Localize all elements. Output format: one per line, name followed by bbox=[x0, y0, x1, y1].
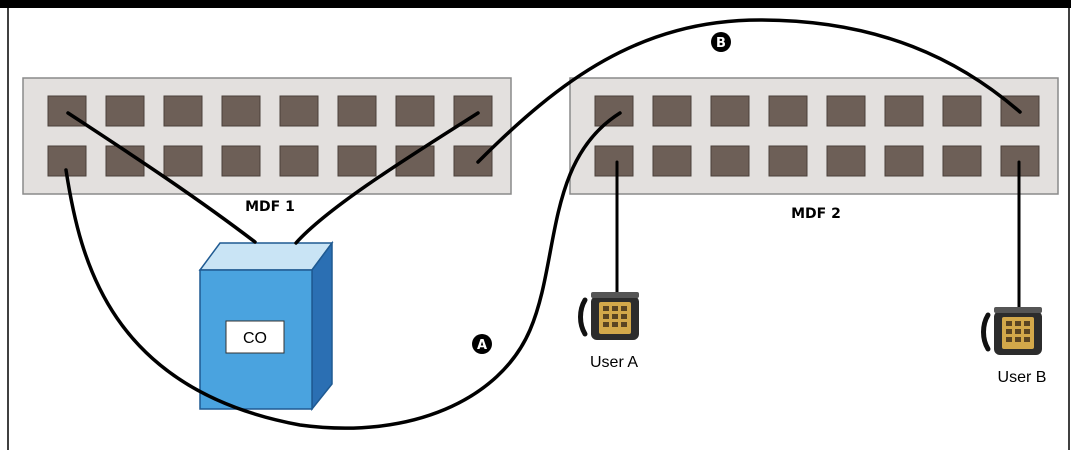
wire-mdf1-top-to-co bbox=[66, 111, 257, 244]
port bbox=[337, 145, 377, 177]
port bbox=[221, 145, 261, 177]
co-box: CO bbox=[198, 240, 334, 412]
marker-B-label: B bbox=[716, 36, 726, 51]
port bbox=[453, 145, 493, 177]
port bbox=[942, 95, 982, 127]
co-label: CO bbox=[243, 330, 267, 347]
port bbox=[594, 145, 634, 177]
mdf1-ports bbox=[47, 95, 493, 177]
port bbox=[337, 95, 377, 127]
co-box-side bbox=[311, 240, 333, 412]
telephone-userB-icon bbox=[981, 307, 1042, 355]
port bbox=[884, 95, 924, 127]
telephone-userA-icon bbox=[578, 292, 639, 340]
port bbox=[279, 145, 319, 177]
port bbox=[652, 95, 692, 127]
port bbox=[826, 95, 866, 127]
userA-label: User A bbox=[590, 354, 638, 371]
wire-A bbox=[64, 111, 622, 430]
mdf1-label: MDF 1 bbox=[245, 199, 295, 215]
port bbox=[47, 95, 87, 127]
port bbox=[105, 95, 145, 127]
port bbox=[942, 145, 982, 177]
port bbox=[594, 95, 634, 127]
port bbox=[652, 145, 692, 177]
co-label-box bbox=[225, 320, 285, 354]
marker-A-label: A bbox=[477, 338, 487, 353]
port bbox=[884, 145, 924, 177]
marker-B: B bbox=[711, 32, 731, 52]
userB-label: User B bbox=[998, 369, 1047, 386]
mdf1-panel: MDF 1 bbox=[22, 77, 512, 215]
port bbox=[163, 95, 203, 127]
wire-mdf1-topright-to-co bbox=[294, 111, 480, 245]
port bbox=[768, 95, 808, 127]
port bbox=[279, 95, 319, 127]
port bbox=[710, 145, 750, 177]
wires bbox=[64, 18, 1022, 430]
port bbox=[768, 145, 808, 177]
marker-A: A bbox=[472, 334, 492, 354]
port bbox=[221, 95, 261, 127]
port bbox=[710, 95, 750, 127]
wire-B bbox=[476, 18, 1022, 164]
mdf2-panel: MDF 2 bbox=[569, 77, 1059, 222]
top-bar bbox=[0, 0, 1071, 8]
port bbox=[453, 95, 493, 127]
port bbox=[163, 145, 203, 177]
co-box-top bbox=[198, 242, 334, 271]
port bbox=[826, 145, 866, 177]
port bbox=[395, 95, 435, 127]
mdf2-label: MDF 2 bbox=[791, 206, 841, 222]
